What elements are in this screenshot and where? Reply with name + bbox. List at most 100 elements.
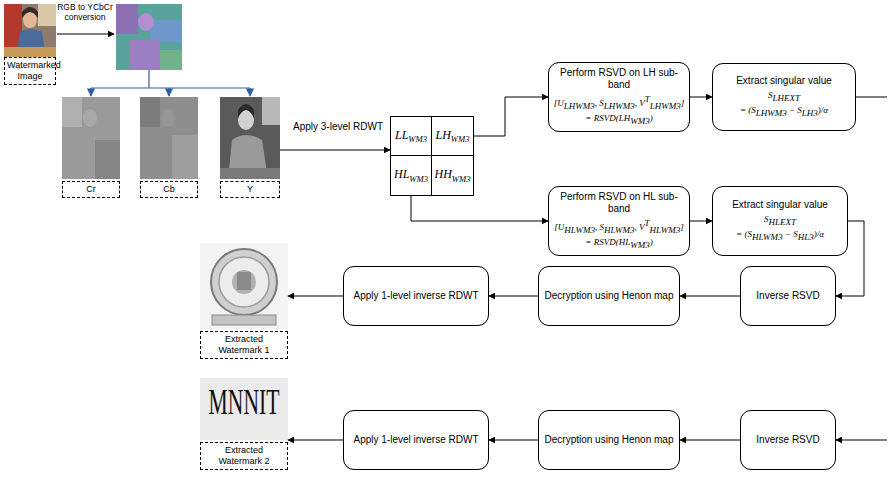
formula-text: HLWM3 bbox=[604, 225, 635, 235]
formula-text: LH3 bbox=[802, 108, 818, 118]
emblem-image bbox=[200, 243, 288, 329]
formula-text: HLWM3 bbox=[650, 225, 681, 235]
image-caption: Watermarked Image bbox=[7, 60, 61, 81]
process-box: Inverse RSVD bbox=[740, 410, 836, 470]
connector bbox=[489, 296, 538, 297]
split-arrow bbox=[249, 88, 250, 96]
process-box: Extract singular valueSHLEXT= (SHLWM3 − … bbox=[712, 186, 848, 256]
text-holder: HHWM3 bbox=[434, 167, 471, 184]
image-node: Cr bbox=[62, 97, 120, 198]
edge-label: Apply 3-level RDWT bbox=[293, 121, 383, 132]
formula-text: WM3 bbox=[451, 134, 470, 144]
process-box: Decryption using Henon map bbox=[538, 266, 680, 326]
formula-text: ] bbox=[681, 98, 685, 108]
image-caption-box: Extracted Watermark 2 bbox=[200, 442, 288, 470]
formula-text: S bbox=[764, 214, 769, 224]
ycbcr-patch bbox=[138, 13, 154, 31]
split-arrow bbox=[168, 88, 169, 96]
connector bbox=[489, 440, 538, 441]
formula-text: HH bbox=[434, 167, 451, 181]
text-holder: Decryption using Henon map bbox=[543, 290, 675, 303]
subband-cell: LLWM3 bbox=[390, 116, 432, 156]
conversion-label-holder: RGB to YCbCr conversion bbox=[54, 2, 116, 22]
formula-text: HL bbox=[394, 167, 409, 181]
text-holder: LLWM3 bbox=[393, 128, 429, 145]
formula-text: T bbox=[645, 218, 650, 228]
text-holder: Extract singular valueSHLEXT= (SHLWM3 − … bbox=[717, 199, 843, 244]
painting-window bbox=[38, 4, 56, 26]
painting-hair bbox=[22, 7, 38, 18]
formula-text: = (S bbox=[740, 105, 756, 115]
formula-text: HL3 bbox=[798, 232, 814, 242]
cr-ground bbox=[62, 97, 120, 179]
formula-text: S bbox=[768, 90, 773, 100]
text-holder: Extract singular valueSLHEXT= (SLHWM3 − … bbox=[717, 75, 851, 120]
painting-ground bbox=[4, 4, 56, 57]
text-holder: Decryption using Henon map bbox=[543, 434, 675, 447]
split-arrow bbox=[90, 88, 91, 96]
logo-ground bbox=[200, 378, 288, 440]
split-line bbox=[91, 70, 250, 88]
formula-text: , S bbox=[595, 222, 604, 232]
box-text: Decryption using Henon map bbox=[545, 434, 674, 445]
process-box: Apply 1-level inverse RDWT bbox=[343, 410, 489, 470]
formula-text: )/α bbox=[818, 105, 828, 115]
formula-text: LHWM3 bbox=[564, 101, 595, 111]
text-holder: Apply 1-level inverse RDWT bbox=[348, 290, 484, 303]
process-box: Apply 1-level inverse RDWT bbox=[343, 266, 489, 326]
formula-text: WM3 bbox=[409, 174, 428, 184]
formula-text: − S bbox=[787, 105, 802, 115]
process-box: Extract singular valueSLHEXT= (SLHWM3 − … bbox=[712, 63, 856, 131]
formula-text: LL bbox=[395, 128, 408, 142]
image-caption: Cr bbox=[86, 184, 96, 194]
cr-image bbox=[62, 97, 120, 179]
box-text: Decryption using Henon map bbox=[545, 290, 674, 301]
emblem-banner bbox=[212, 315, 276, 325]
image-caption-box: Extracted Watermark 1 bbox=[200, 331, 288, 359]
formula-text: WM3 bbox=[452, 174, 471, 184]
formula-text: , V bbox=[635, 98, 645, 108]
box-heading: Perform RSVD on LH sub-band bbox=[553, 67, 685, 92]
subband-cell: LHWM3 bbox=[431, 116, 474, 156]
connector bbox=[280, 150, 390, 151]
image-caption: Extracted Watermark 2 bbox=[218, 445, 269, 466]
cb-patch bbox=[161, 109, 175, 127]
formula-text: T bbox=[645, 94, 650, 104]
connector bbox=[690, 221, 712, 222]
conversion-arrow bbox=[57, 34, 114, 35]
formula-text: = RSVD(HL bbox=[585, 237, 630, 247]
box-text: Inverse RSVD bbox=[756, 290, 819, 301]
box-heading: Extract singular value bbox=[717, 75, 851, 88]
ycbcr-patch bbox=[130, 40, 160, 70]
box-text: Apply 1-level inverse RDWT bbox=[353, 290, 478, 301]
formula-text: LH bbox=[435, 128, 450, 142]
formula-text: ) bbox=[650, 237, 653, 247]
formula-text: , S bbox=[595, 98, 604, 108]
cb-patch bbox=[140, 97, 160, 127]
image-caption-box: Y bbox=[220, 181, 280, 198]
logo-text-holder: MNNIT bbox=[184, 384, 304, 420]
formula-text: − S bbox=[783, 229, 798, 239]
formula-text: = RSVD(LH bbox=[585, 113, 630, 123]
cb-image bbox=[140, 97, 198, 179]
formula-text: HLWM3 bbox=[752, 232, 783, 242]
subband-cell: HLWM3 bbox=[390, 155, 432, 196]
emblem-ring bbox=[211, 249, 277, 315]
text-holder: Inverse RSVD bbox=[745, 434, 831, 447]
text-holder: Inverse RSVD bbox=[745, 290, 831, 303]
cr-patch bbox=[95, 140, 120, 179]
connector bbox=[411, 196, 548, 221]
connector bbox=[474, 97, 548, 136]
image-caption: Cb bbox=[163, 184, 175, 194]
box-text: Apply 1-level inverse RDWT bbox=[353, 434, 478, 445]
connector bbox=[680, 440, 740, 441]
image-caption: Y bbox=[247, 184, 253, 194]
connector bbox=[288, 296, 343, 297]
formula-text: LHWM3 bbox=[650, 101, 681, 111]
conversion-label: RGB to YCbCr conversion bbox=[57, 2, 113, 22]
emblem-ground bbox=[200, 243, 288, 329]
cr-patch bbox=[83, 109, 97, 127]
box-heading: Perform RSVD on HL sub-band bbox=[553, 191, 685, 216]
ycbcr-patch bbox=[116, 4, 138, 34]
